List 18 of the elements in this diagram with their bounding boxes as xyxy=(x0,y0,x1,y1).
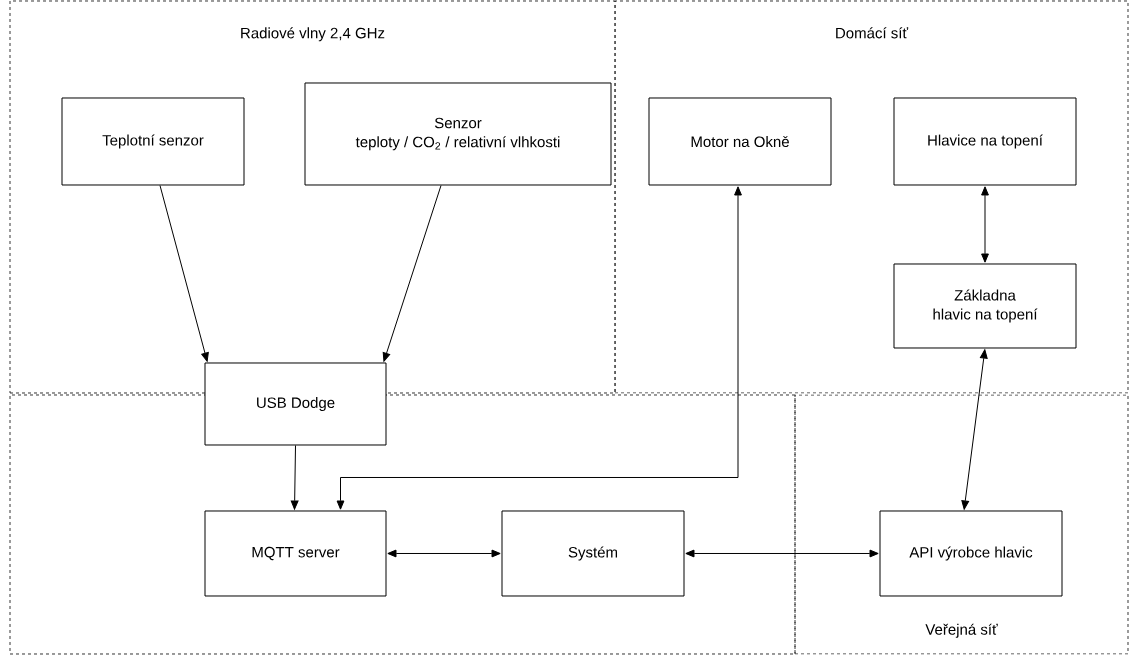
arrow xyxy=(159,185,209,362)
process-box: Základna hlavic na topení xyxy=(893,263,1077,349)
process-box: Systém xyxy=(501,510,685,597)
process-box: Senzor teploty / CO$_{2}$ / relativní vlhkosti xyxy=(304,82,612,186)
process-box: Motor na Okně xyxy=(648,97,832,186)
arrow xyxy=(387,549,501,558)
process-box: API výrobce hlavic xyxy=(879,510,1063,597)
arrow xyxy=(382,185,442,362)
arrow xyxy=(290,445,299,510)
arrow xyxy=(336,186,742,510)
process-box: USB Dodge xyxy=(204,362,387,446)
arrow xyxy=(981,186,989,263)
zone xyxy=(9,394,796,655)
process-box: MQTT server xyxy=(204,510,387,597)
arrow xyxy=(961,349,988,510)
process-box: Hlavice na topení xyxy=(893,97,1077,186)
arrow xyxy=(685,549,879,558)
process-box: Teplotní senzor xyxy=(61,97,245,186)
